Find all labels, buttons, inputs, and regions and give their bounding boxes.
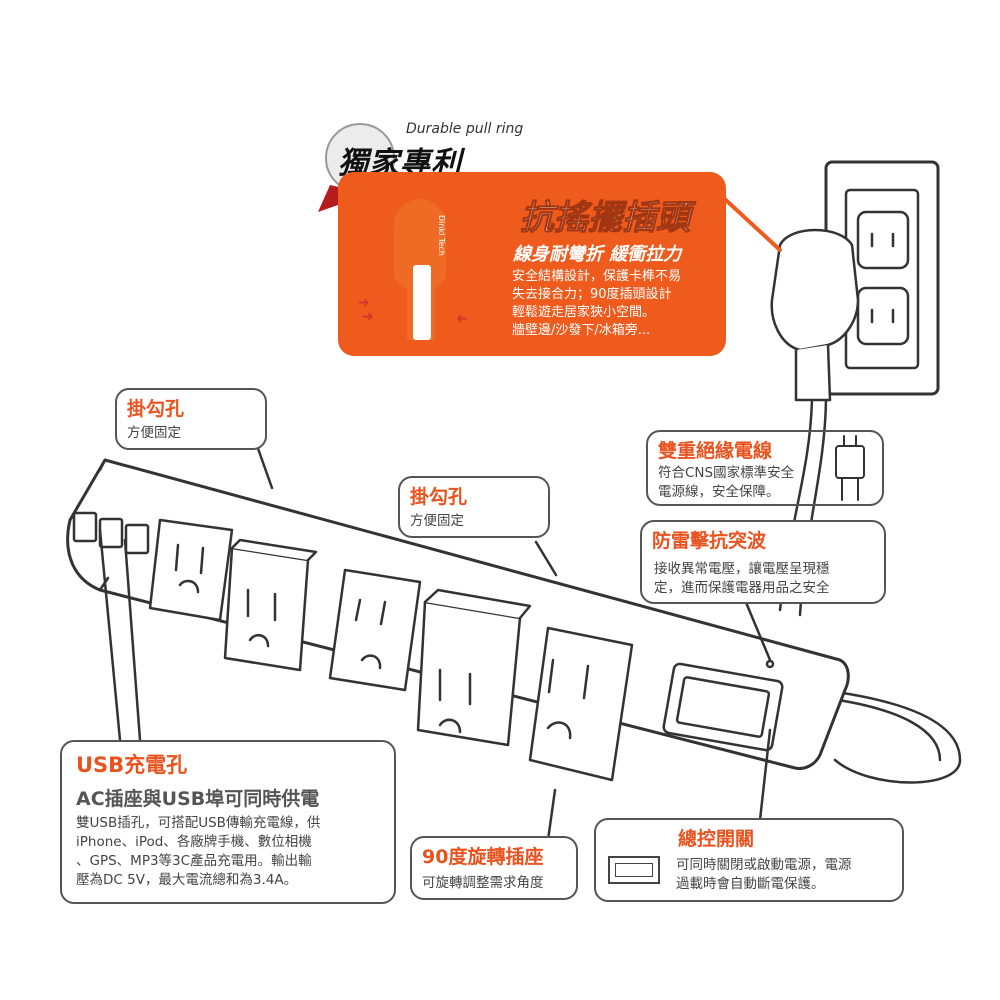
insulated-desc: 符合CNS國家標準安全 電源線，安全保障。 xyxy=(658,465,795,500)
outlet-3 xyxy=(328,568,422,692)
plug-photo-frame: Dinkl Tech ➜ ➜ ➜ xyxy=(350,185,490,340)
insulated-cord-callout: 雙重絕緣電線 符合CNS國家標準安全 電源線，安全保障。 xyxy=(646,430,884,506)
outlet-5 xyxy=(528,626,634,782)
rotate-desc: 可旋轉調整需求角度 xyxy=(422,875,544,891)
switch-callout: 總控開關 可同時關閉或啟動電源，電源 過載時會自動斷電保護。 xyxy=(594,818,904,902)
outlet-1 xyxy=(148,518,234,622)
main-switch-graphic xyxy=(662,662,784,752)
surge-callout: 防雷擊抗突波 接收異常電壓，讓電壓呈現穩 定，進而保護電器用品之安全 xyxy=(640,520,886,604)
hook-mid-title: 掛勾孔 xyxy=(410,486,468,508)
arrow-left-icon: ➜ xyxy=(456,311,468,327)
tag-en: Durable pull ring xyxy=(406,121,524,137)
hook-callout-mid: 掛勾孔 方便固定 xyxy=(398,476,550,538)
rotate-title: 90度旋轉插座 xyxy=(422,846,544,868)
anti-sway-subtitle: 線身耐彎折 緩衝拉力 xyxy=(513,244,682,265)
plug-brand: Dinkl Tech xyxy=(437,215,446,256)
switch-icon xyxy=(608,856,660,884)
arrow-right-icon-2: ➜ xyxy=(362,309,374,325)
hook-icon-2 xyxy=(496,490,530,522)
surge-title: 防雷擊抗突波 xyxy=(652,530,767,552)
switch-title: 總控開關 xyxy=(678,828,755,850)
usb-title: USB充電孔 xyxy=(76,753,188,777)
hook-mid-desc: 方便固定 xyxy=(410,513,464,529)
arrow-right-icon: ➜ xyxy=(358,295,370,311)
wall-plug xyxy=(770,228,860,352)
cord-icon xyxy=(835,435,865,501)
cord-loop xyxy=(820,688,962,784)
hook-icon xyxy=(215,402,249,434)
outlet-4 xyxy=(416,588,532,747)
rotate-callout: 90度旋轉插座 可旋轉調整需求角度 xyxy=(410,836,578,900)
surge-desc: 接收異常電壓，讓電壓呈現穩 定，進而保護電器用品之安全 xyxy=(654,561,830,596)
anti-sway-title: 抗搖擺插頭 xyxy=(520,198,691,239)
hook-callout-left: 掛勾孔 方便固定 xyxy=(115,388,267,450)
anti-sway-desc: 安全結構設計，保護卡榫不易 失去接合力；90度插頭設計 輕鬆遊走居家狹小空間。 … xyxy=(512,269,682,338)
hook-left-title: 掛勾孔 xyxy=(127,398,185,420)
usb-desc: 雙USB插孔，可搭配USB傳輸充電線，供 iPhone、iPod、各廠牌手機、數… xyxy=(76,815,321,888)
hook-left-desc: 方便固定 xyxy=(127,425,181,441)
usb-callout: USB充電孔 AC插座與USB埠可同時供電 雙USB插孔，可搭配USB傳輸充電線… xyxy=(60,740,396,904)
outlet-2 xyxy=(223,538,318,672)
usb-subtitle: AC插座與USB埠可同時供電 xyxy=(76,788,320,810)
insulated-title: 雙重絕緣電線 xyxy=(658,440,773,462)
switch-desc: 可同時關閉或啟動電源，電源 過載時會自動斷電保護。 xyxy=(676,857,852,892)
